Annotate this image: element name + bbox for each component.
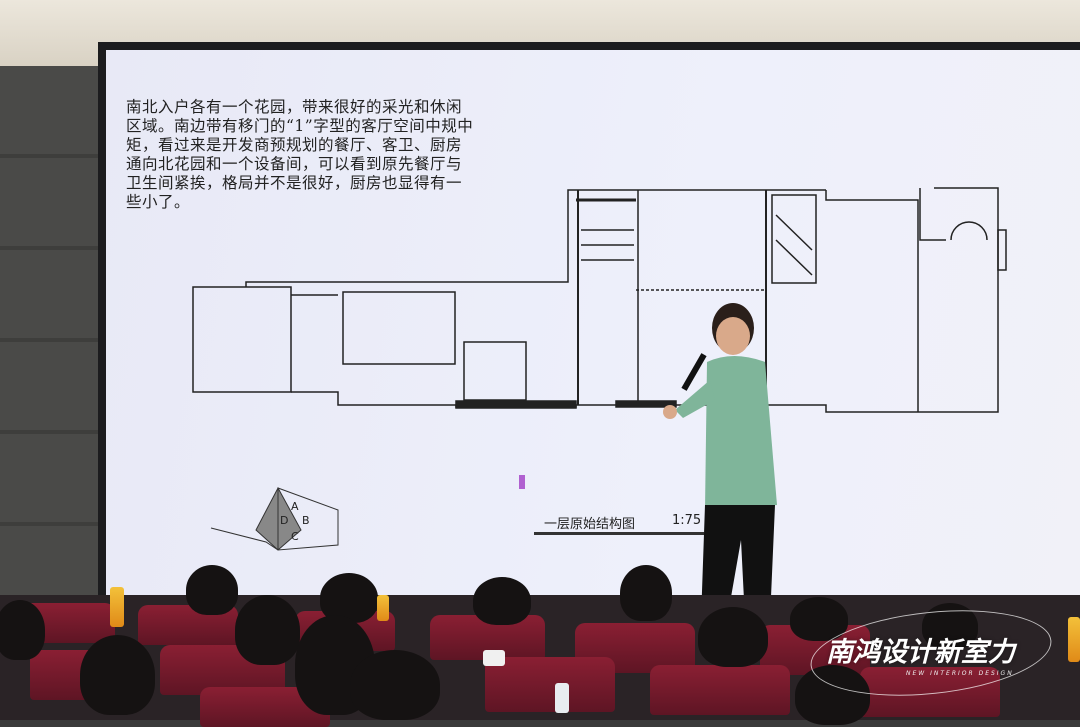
watermark-title: 南鸿设计新室力 <box>826 637 1015 668</box>
audience-head <box>235 595 300 665</box>
compass-rose <box>210 486 339 551</box>
seat <box>650 665 790 715</box>
desc-line: 些小了。 <box>126 193 191 211</box>
seat <box>860 667 1000 717</box>
water-bottle <box>555 683 569 713</box>
audience-area <box>0 565 1080 727</box>
projection-screen: 南北入户各有一个花园，带来很好的采光和休闲 区域。南边带有移门的“1”字型的客厅… <box>106 50 1080 622</box>
floor-plan: A B C D <box>192 187 1007 551</box>
audience-head <box>795 665 870 725</box>
slide-description: 南北入户各有一个花园，带来很好的采光和休闲 区域。南边带有移门的“1”字型的客厅… <box>126 98 566 212</box>
wall-panels <box>0 66 104 606</box>
compass-letter: A <box>291 500 299 513</box>
presenter <box>663 303 777 620</box>
audience-head <box>698 607 768 667</box>
audience-head <box>350 650 440 720</box>
plan-caption: 一层原始结构图 <box>544 517 636 532</box>
audience-head <box>922 603 978 649</box>
desc-line: 区域。南边带有移门的“1”字型的客厅空间中规中 <box>126 117 474 135</box>
audience-head <box>80 635 155 715</box>
audience-head <box>473 577 531 625</box>
caption-underline <box>534 532 704 535</box>
drink-bottle <box>377 595 389 621</box>
desc-line: 矩，看过来是开发商预规划的餐厅、客卫、厨房 <box>126 136 463 154</box>
audience-head <box>0 600 45 660</box>
cup <box>483 650 505 666</box>
compass-letter: D <box>280 514 288 527</box>
desc-line: 通向北花园和一个设备间，可以看到原先餐厅与 <box>126 155 463 173</box>
desc-line: 卫生间紧挨，格局并不是很好，厨房也显得有一 <box>126 174 463 192</box>
watermark-subtitle: NEW INTERIOR DESIGN <box>906 670 1014 677</box>
desc-line: 南北入户各有一个花园，带来很好的采光和休闲 <box>126 98 463 116</box>
audience-head <box>186 565 238 615</box>
audience-head <box>320 573 378 623</box>
drink-bottle <box>110 587 124 627</box>
plan-scale: 1:75 <box>672 513 702 528</box>
compass-letter: B <box>302 514 310 527</box>
audience-head <box>790 597 848 641</box>
audience-head <box>620 565 672 621</box>
seat <box>485 657 615 712</box>
drink-bottle <box>1068 617 1080 662</box>
compass-letter: C <box>291 530 299 543</box>
